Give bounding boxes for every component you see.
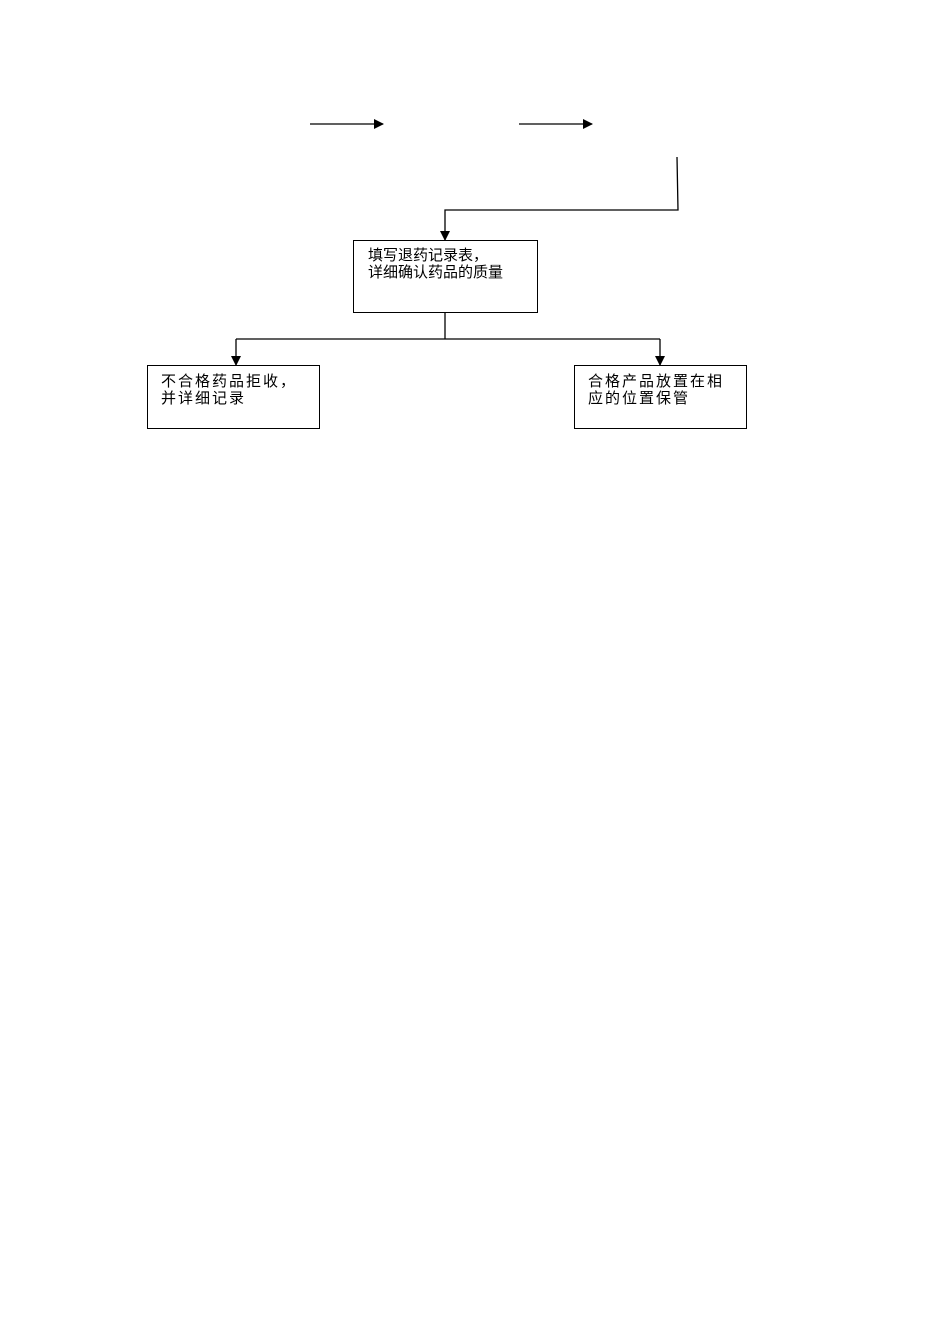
accept-box: 合格产品放置在相 应的位置保管 [574, 365, 747, 429]
accept-line-1: 合格产品放置在相 [588, 372, 725, 390]
accept-line-2: 应的位置保管 [588, 389, 691, 407]
reject-line-2: 并详细记录 [161, 389, 247, 407]
check-quality-box: 填写退药记录表， 详细确认药品的质量 [353, 240, 538, 313]
check-line-2: 详细确认药品的质量 [368, 263, 504, 281]
check-line-1: 填写退药记录表， [368, 246, 489, 264]
reject-line-1: 不合格药品拒收， [161, 372, 298, 390]
connector-to-check [440, 156, 679, 241]
reject-box: 不合格药品拒收， 并详细记录 [147, 365, 320, 429]
